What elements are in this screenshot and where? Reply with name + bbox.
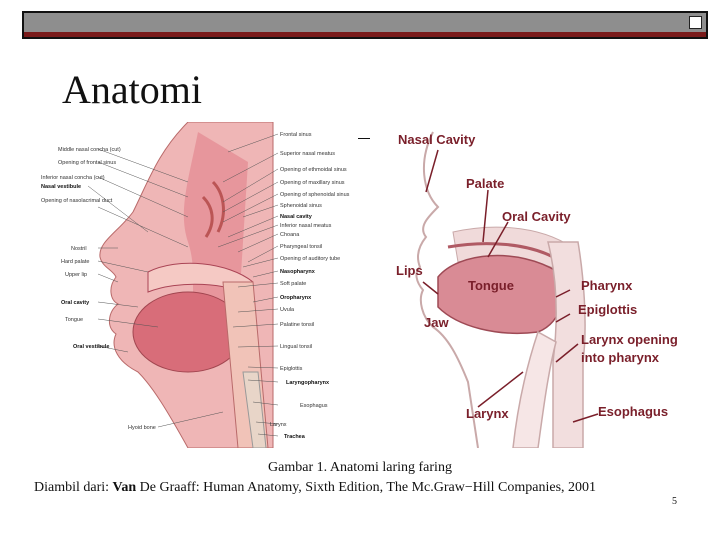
label-lingual-tonsil: Lingual tonsil [280,344,312,350]
header-accent-line [24,32,706,37]
label-hyoid-bone: Hyoid bone [128,425,156,431]
label-inferior-nasal-meatus: Inferior nasal meatus [280,223,332,229]
source-prefix: Diambil dari: [34,480,113,495]
label-superior-nasal-meatus: Superior nasal meatus [280,151,335,157]
label-oral-vestibule: Oral vestibule [73,344,109,350]
label-pharyngeal-tonsil: Pharyngeal tonsil [280,244,322,250]
source-author-bold: Van [112,480,137,495]
label-oropharynx: Oropharynx [280,295,312,301]
label-hard-palate: Hard palate [61,259,89,265]
source-rest: De Graaff: Human Anatomy, Sixth Edition,… [136,480,597,495]
label-choana: Choana [280,232,300,238]
slide-header-bar [22,11,708,39]
label-opening-frontal-sinus: Opening of frontal sinus [58,160,116,166]
title-dash [358,138,370,139]
label-tongue: Tongue [65,317,83,323]
label-opening-sphenoidal-sinus: Opening of sphenoidal sinus [280,192,350,198]
label-opening-ethmoidal-sinus: Opening of ethmoidal sinus [280,167,347,173]
label-larynx-opening: Larynx opening [581,332,678,347]
label-into-pharynx: into pharynx [581,350,660,365]
label-opening-nasolacrimal-duct: Opening of nasolacrimal duct [41,198,113,204]
label-trachea: Trachea [284,434,306,440]
label-esophagus: Esophagus [300,403,328,409]
label-nostril: Nostril [71,246,87,252]
label-nasal-cavity-schematic: Nasal Cavity [398,132,476,147]
label-pharynx: Pharynx [581,278,633,293]
label-soft-palate: Soft palate [280,281,306,287]
label-epiglottis: Epiglottis [280,366,303,372]
label-nasal-cavity: Nasal cavity [280,214,313,220]
label-epiglottis-schematic: Epiglottis [578,302,637,317]
figure-source: Diambil dari: Van De Graaff: Human Anato… [34,480,596,496]
label-palatine-tonsil: Palatine tonsil [280,322,314,328]
page-number: 5 [672,496,677,507]
label-middle-nasal-concha: Middle nasal concha (cut) [58,147,121,153]
label-upper-lip: Upper lip [65,272,87,278]
label-larynx-schematic: Larynx [466,406,509,421]
label-jaw: Jaw [424,315,449,330]
label-inferior-nasal-concha: Inferior nasal concha (cut) [41,175,105,181]
label-esophagus-schematic: Esophagus [598,404,668,419]
sagittal-head-figure: Middle nasal concha (cut) Opening of fro… [38,122,358,448]
label-laryngopharynx: Laryngopharynx [286,380,330,386]
label-palate: Palate [466,176,504,191]
figure-caption: Gambar 1. Anatomi laring faring [268,460,452,475]
label-frontal-sinus: Frontal sinus [280,132,312,138]
label-opening-maxillary-sinus: Opening of maxillary sinus [280,180,345,186]
schematic-head-figure: Nasal Cavity Palate Oral Cavity Lips Ton… [378,122,688,448]
label-opening-auditory-tube: Opening of auditory tube [280,256,340,262]
slide-title: Anatomi [62,67,202,112]
label-uvula: Uvula [280,307,295,313]
label-lips: Lips [396,263,423,278]
label-sphenoidal-sinus: Sphenoidal sinus [280,203,322,209]
label-tongue-schematic: Tongue [468,278,514,293]
label-nasal-vestibule: Nasal vestibule [41,184,81,190]
label-oral-cavity-schematic: Oral Cavity [502,209,571,224]
header-square-icon [689,16,702,29]
label-oral-cavity: Oral cavity [61,300,90,306]
label-larynx: Larynx [270,422,287,428]
label-nasopharynx: Nasopharynx [280,269,316,275]
